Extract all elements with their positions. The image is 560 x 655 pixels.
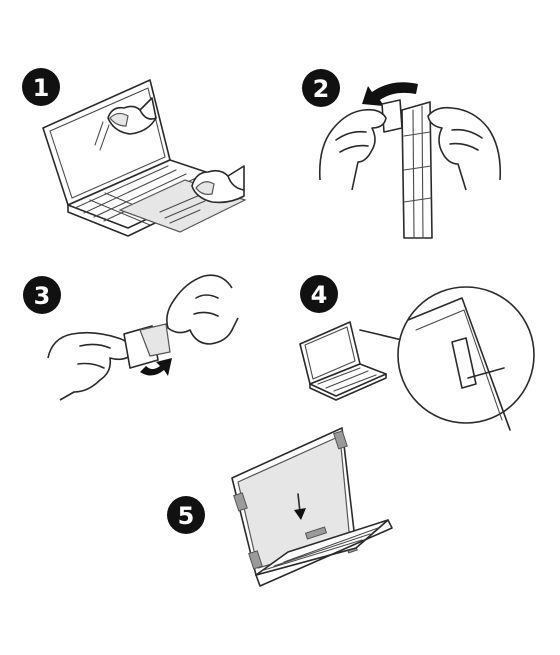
right-hand-pinch: [166, 274, 239, 345]
left-hand: [318, 108, 387, 191]
zoom-pointer-line: [359, 329, 403, 341]
step-5-badge: 5: [167, 496, 205, 534]
step-2-number: 2: [313, 75, 330, 103]
peel-arrow-icon: [140, 358, 172, 376]
small-laptop-illustration: [299, 321, 387, 401]
step-3: 3: [23, 274, 239, 401]
zoom-circle: [397, 286, 535, 431]
step-3-number: 3: [34, 282, 51, 310]
step-4-badge: 4: [300, 275, 338, 313]
step-2: 2: [302, 69, 502, 239]
down-arrow-icon: [294, 493, 306, 520]
hand-wiping-base: [191, 165, 245, 204]
step-3-badge: 3: [23, 276, 61, 314]
step-4: 4: [299, 275, 535, 431]
tab-strip: [401, 101, 433, 239]
right-hand: [427, 106, 502, 191]
adhesive-tab: [123, 323, 171, 369]
step-1-badge: 1: [22, 68, 60, 106]
step-5: 5: [167, 427, 393, 587]
step-5-number: 5: [178, 502, 195, 530]
curved-arrow-icon: [362, 82, 418, 106]
step-2-badge: 2: [302, 69, 340, 107]
hand-wiping-screen: [107, 97, 157, 135]
step-1: 1: [22, 68, 247, 237]
step-1-number: 1: [33, 74, 50, 102]
left-hand-pinch: [47, 331, 133, 401]
step-4-number: 4: [311, 281, 328, 309]
laptop-with-filter: [231, 427, 393, 587]
